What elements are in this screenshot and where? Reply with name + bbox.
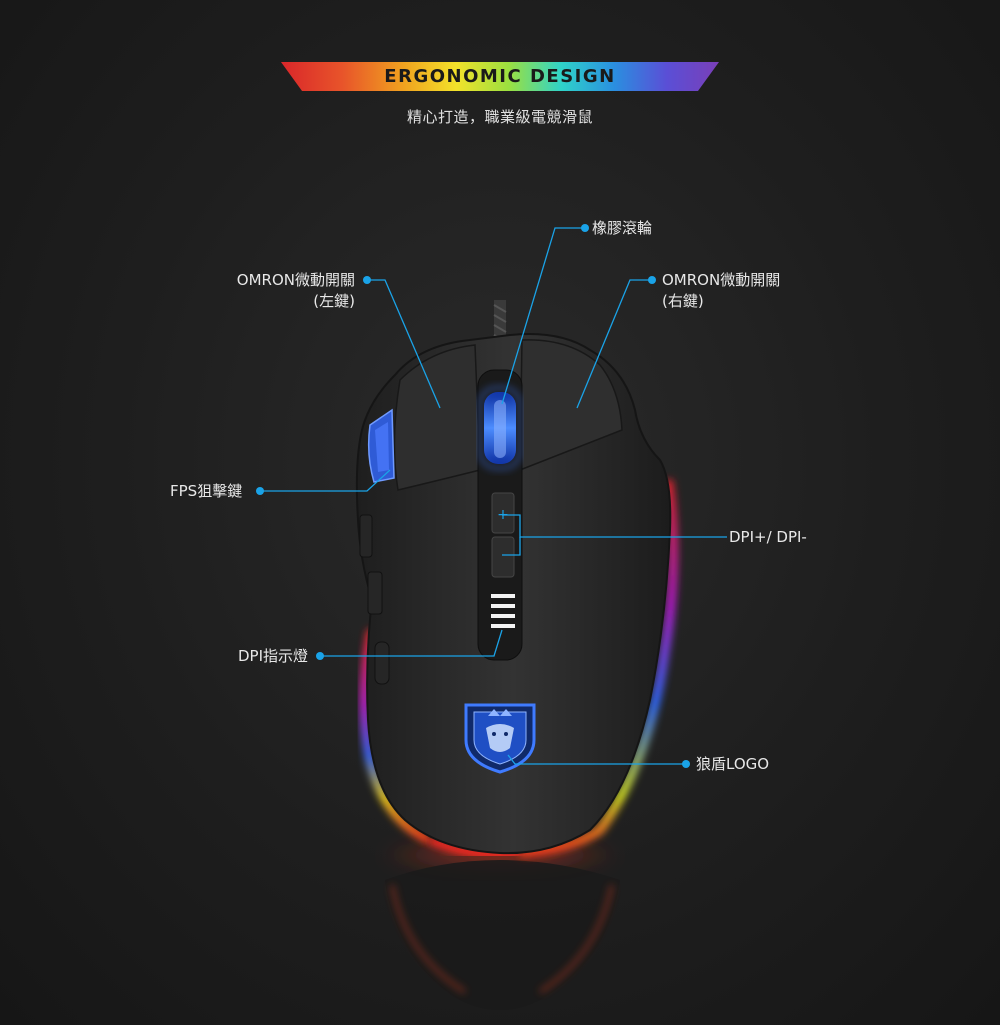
title-banner (281, 62, 719, 91)
callout-scroll-wheel: 橡膠滾輪 (592, 219, 653, 237)
callout-dpi-buttons: DPI+/ DPI- (729, 528, 807, 546)
dpi-indicator-bar-1 (491, 594, 515, 598)
side-button-2[interactable] (367, 571, 383, 615)
side-button-3[interactable] (374, 641, 390, 685)
page-subtitle: 精心打造，職業級電競滑鼠 (406, 108, 593, 126)
mouse-reflection (385, 860, 620, 1010)
dpi-plus-button[interactable] (491, 492, 515, 534)
side-button-1[interactable] (359, 514, 373, 558)
scroll-wheel-glow (478, 386, 522, 470)
rgb-edge-right (519, 479, 678, 857)
callout-dots (256, 224, 690, 768)
callout-dpi-indicator: DPI指示燈 (238, 647, 309, 665)
rgb-edge-left (360, 629, 432, 845)
callout-left-switch-line1: OMRON微動開關 (236, 271, 355, 289)
left-button[interactable] (393, 344, 481, 491)
wolf-shield-logo-icon (464, 703, 536, 774)
callout-lines (262, 227, 727, 765)
callout-right-switch: OMRON微動開關 (右鍵) (662, 270, 780, 312)
callout-left-switch: OMRON微動開關 (左鍵) (200, 270, 355, 312)
callout-right-switch-line1: OMRON微動開關 (662, 271, 781, 289)
scroll-wheel-core (494, 400, 506, 458)
dpi-indicator-bar-3 (491, 614, 515, 618)
dpi-indicator-bar-2 (491, 604, 515, 608)
reflection-rgb-edge (390, 884, 614, 994)
dpi-indicator-bar-4 (491, 624, 515, 628)
callout-fps-sniper: FPS狙擊鍵 (170, 482, 243, 500)
dpi-minus-button[interactable] (491, 536, 515, 578)
fps-sniper-highlight (375, 422, 389, 472)
cable-braid (493, 304, 507, 353)
callout-left-switch-line2: (左鍵) (313, 292, 355, 310)
callout-logo: 狼盾LOGO (696, 755, 770, 773)
page-title: ERGONOMIC DESIGN (384, 66, 616, 87)
callout-right-switch-line2: (右鍵) (662, 292, 704, 310)
right-button[interactable] (519, 339, 623, 472)
